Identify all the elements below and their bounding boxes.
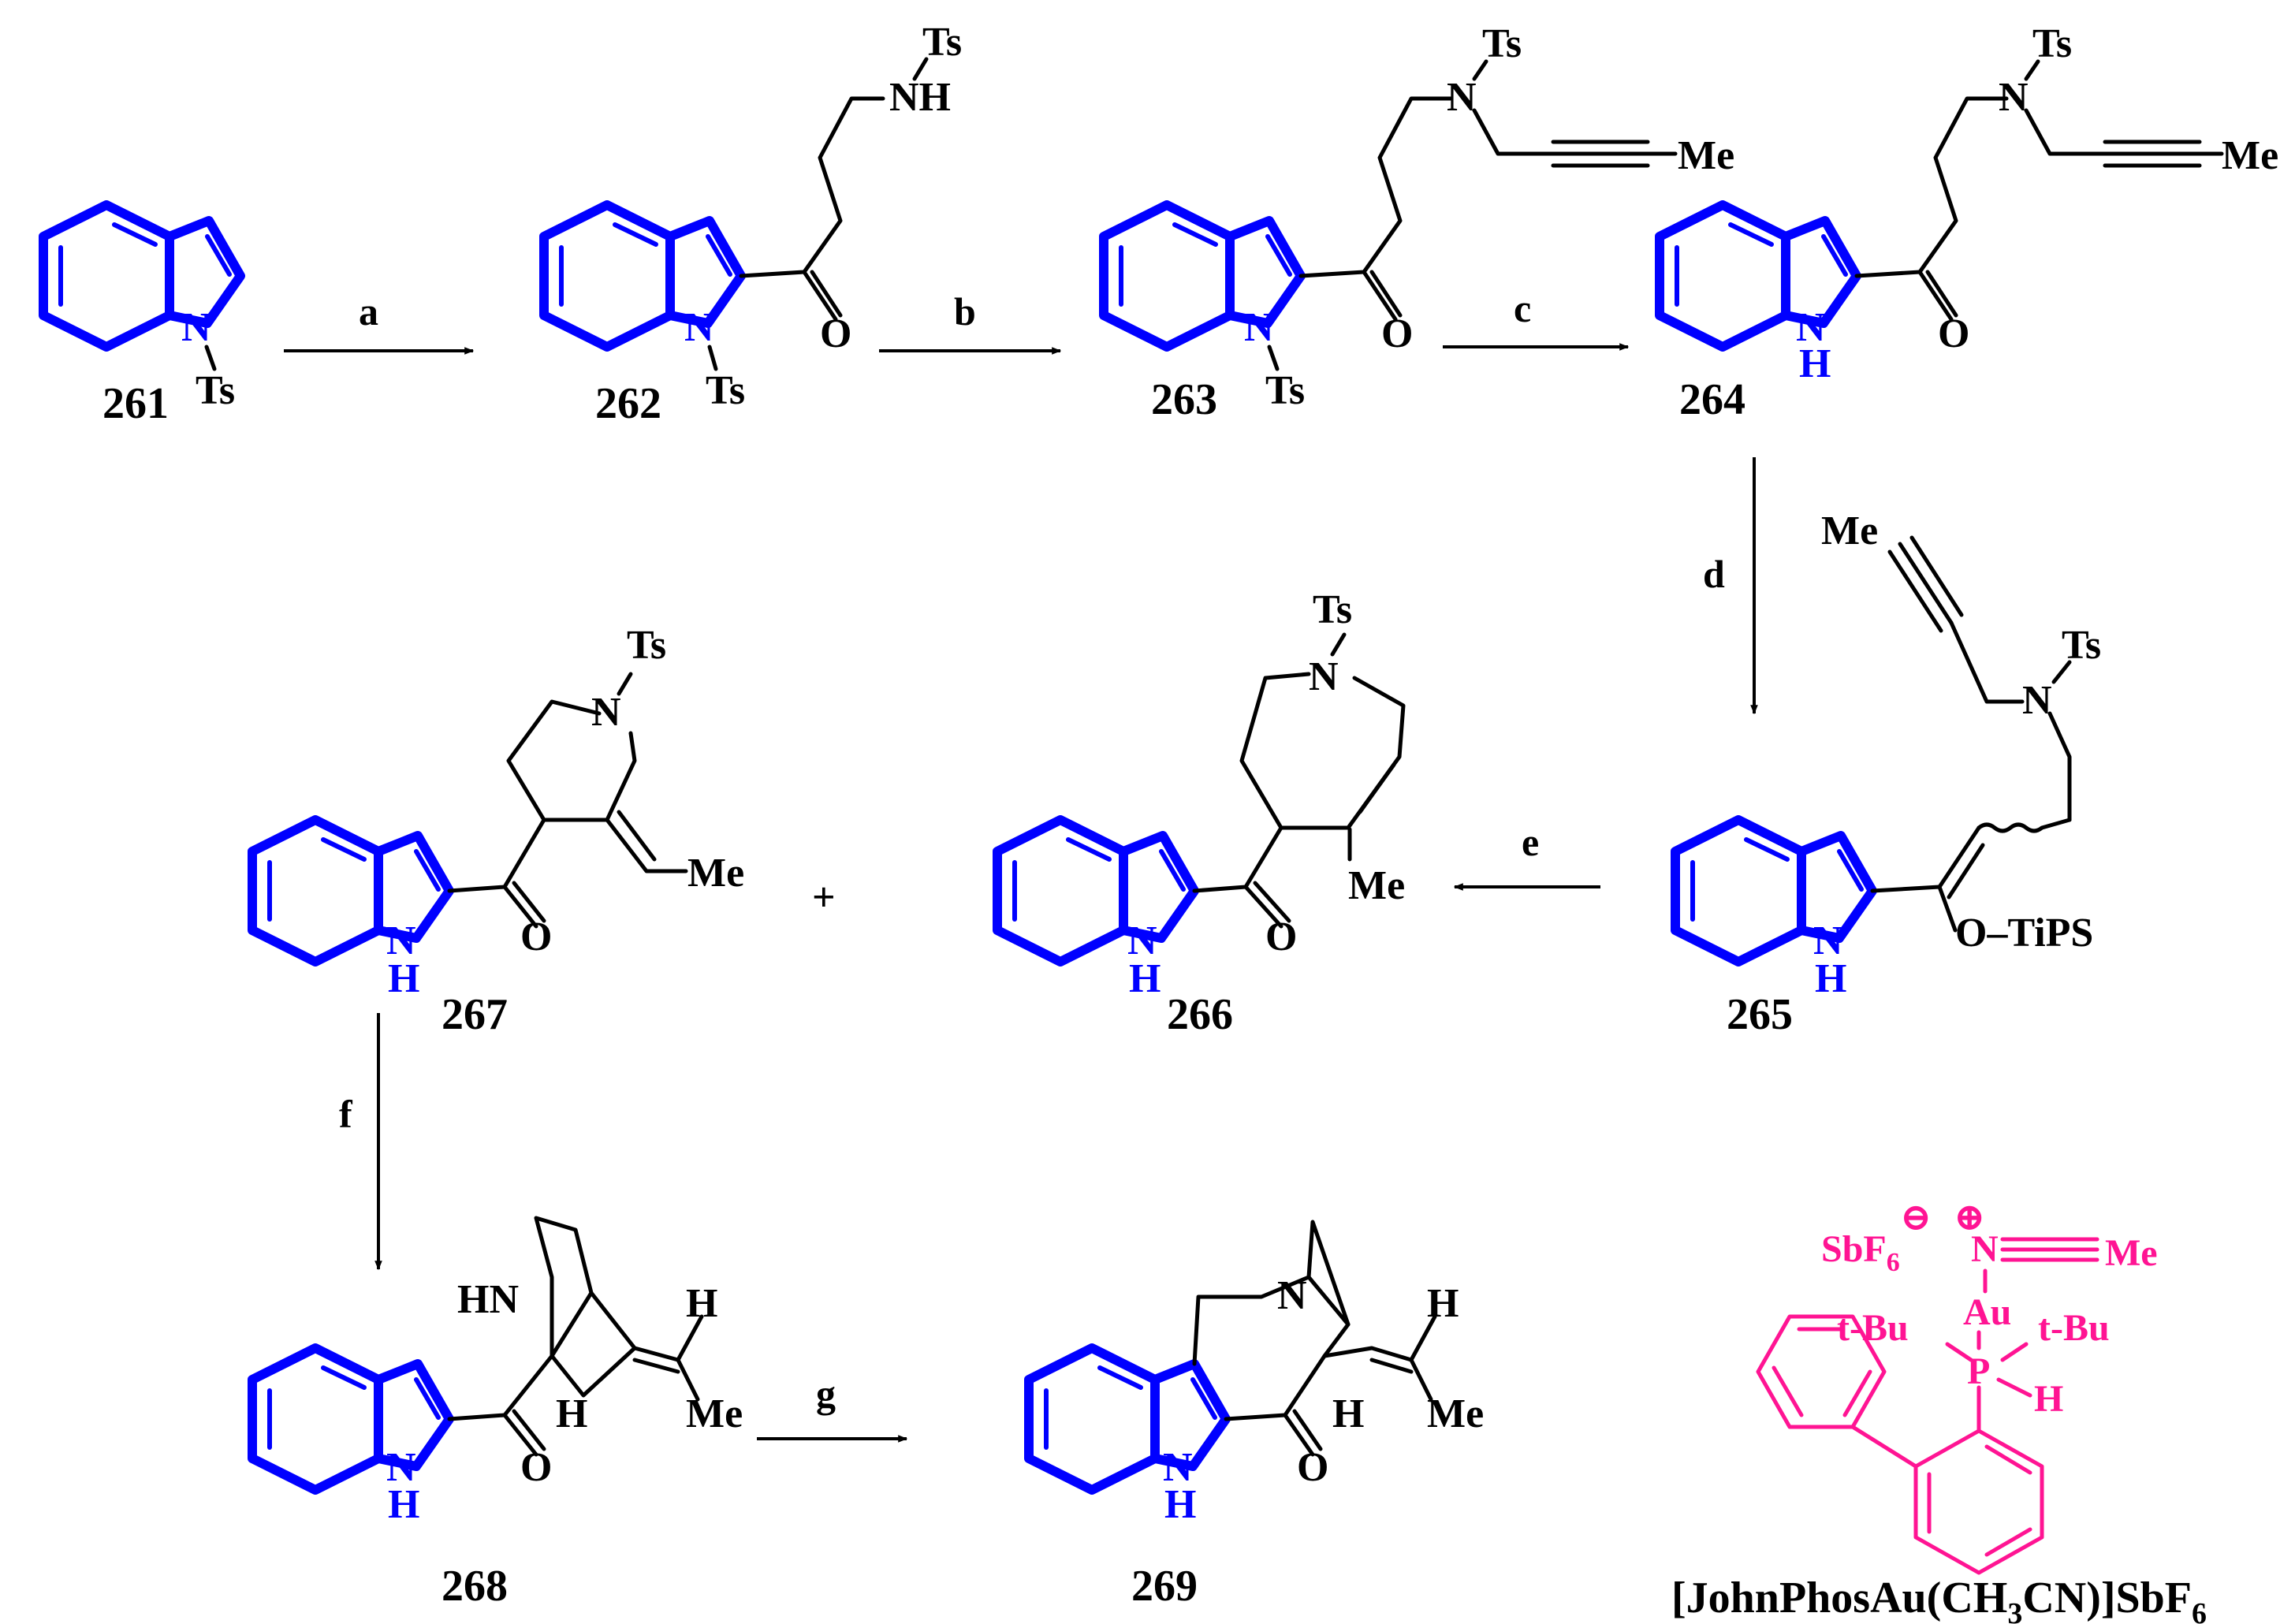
nh-group: NH [889, 75, 951, 120]
tbu-left: t-Bu [1837, 1307, 1909, 1349]
nh-hydrogen: H [1815, 956, 1846, 1001]
nh-hydrogen: H [1129, 956, 1161, 1001]
bridgehead-hydrogen: H [1332, 1391, 1364, 1436]
ts-group: Ts [2062, 623, 2101, 668]
n-atom: N [1127, 918, 1157, 963]
o-atom: O [1297, 1445, 1328, 1490]
phosphorus-atom: P [1967, 1350, 1990, 1392]
n-atom: N [684, 305, 714, 350]
anion-sbf6: SbF6 [1821, 1228, 1900, 1277]
o-atom: O [520, 914, 552, 959]
compound-262: N Ts O NH Ts 262 [539, 20, 962, 428]
nh-hydrogen: H [388, 1482, 419, 1527]
n-atom: N [1163, 1445, 1193, 1490]
compound-266: N H O N Ts Me 266 [993, 587, 1406, 1039]
step-g: g [757, 1372, 908, 1443]
step-c: c [1443, 286, 1630, 351]
n-atom: N [1999, 75, 2029, 120]
n-atom: N [1309, 654, 1339, 699]
bridgehead-hydrogen: H [556, 1391, 587, 1436]
me-group: Me [1348, 863, 1405, 908]
n-atom: N [181, 305, 211, 350]
ts-group: Ts [1313, 587, 1352, 632]
step-label-f: f [339, 1092, 353, 1136]
compound-label-268: 268 [441, 1562, 508, 1611]
n-atom: N [1796, 305, 1826, 350]
tbu-right: t-Bu [2038, 1307, 2110, 1349]
compound-label-266: 266 [1167, 990, 1233, 1039]
compound-263: N Ts O N Ts Me 263 [1099, 21, 1734, 424]
step-d: d [1703, 457, 1758, 715]
step-e: e [1453, 820, 1600, 891]
vinyl-hydrogen: H [686, 1281, 717, 1326]
n-atom: N [1447, 75, 1477, 120]
step-label-b: b [954, 289, 976, 333]
p-hydrogen: H [2034, 1378, 2063, 1420]
compound-label-267: 267 [441, 990, 508, 1039]
n-atom: N [1277, 1273, 1307, 1318]
ts-group: Ts [1265, 368, 1305, 413]
compound-261: N Ts 261 [39, 200, 245, 428]
ts-group: Ts [922, 20, 962, 65]
o-atom: O [820, 311, 851, 356]
plus-charge: ⊕ [1954, 1197, 1985, 1238]
minus-charge: ⊖ [1900, 1197, 1932, 1238]
hn-group: HN [457, 1277, 519, 1322]
n-atom: N [591, 690, 621, 735]
step-label-d: d [1703, 552, 1725, 596]
ts-group: Ts [2032, 21, 2072, 66]
me-group: Me [1678, 133, 1734, 178]
o-atom: O [520, 1445, 552, 1490]
n-atom: N [386, 1445, 416, 1490]
compound-265: N H N Ts Me O–TiPS 265 [1671, 508, 2101, 1039]
compound-268: N H O HN H H Me 268 [248, 1216, 743, 1611]
otips-group: O–TiPS [1955, 911, 2093, 955]
me-group: Me [1427, 1391, 1484, 1436]
compound-label-261: 261 [102, 379, 169, 428]
step-f: f [339, 1013, 382, 1271]
n-atom: N [1813, 918, 1843, 963]
ts-group: Ts [1482, 21, 1522, 66]
compound-label-269: 269 [1131, 1562, 1198, 1611]
me-group: Me [1821, 508, 1878, 553]
n-atom: N [2022, 678, 2052, 723]
o-atom: O [1381, 311, 1413, 356]
o-atom: O [1938, 311, 1969, 356]
compound-label-264: 264 [1679, 375, 1745, 424]
nitrile-me: Me [2105, 1232, 2158, 1274]
step-label-e: e [1522, 820, 1539, 864]
n-atom: N [1244, 305, 1274, 350]
me-group: Me [687, 851, 744, 896]
compound-264: N H O N Ts Me 264 [1655, 21, 2278, 424]
gold-atom: Au [1963, 1291, 2011, 1333]
step-label-a: a [359, 289, 378, 333]
me-group: Me [686, 1391, 743, 1436]
o-atom: O [1265, 914, 1297, 959]
compound-label-263: 263 [1151, 375, 1217, 424]
nh-hydrogen: H [1164, 1482, 1196, 1527]
compound-269: N H N O H H Me 269 [1024, 1220, 1484, 1611]
nh-hydrogen: H [388, 956, 419, 1001]
nitrile-n: N [1971, 1228, 1999, 1270]
vinyl-hydrogen: H [1427, 1281, 1459, 1326]
compound-label-262: 262 [595, 379, 661, 428]
me-group: Me [2222, 133, 2278, 178]
ts-group: Ts [706, 368, 745, 413]
step-b: b [879, 289, 1062, 355]
ts-group: Ts [627, 623, 666, 668]
catalyst-johnphosau: ⊖ SbF6 ⊕ N Me Au P t-Bu t-Bu H [JohnPhos… [1671, 1197, 2207, 1624]
compound-label-265: 265 [1727, 990, 1793, 1039]
plus-sign: + [812, 875, 836, 920]
compound-267: N H O N Ts Me 267 [248, 623, 744, 1039]
step-label-g: g [816, 1372, 836, 1416]
n-atom: N [386, 918, 416, 963]
catalyst-name: [JohnPhosAu(CH3CN)]SbF6 [1671, 1574, 2207, 1624]
nh-hydrogen: H [1799, 341, 1831, 386]
step-label-c: c [1514, 286, 1531, 330]
step-a: a [284, 289, 475, 355]
ts-group: Ts [196, 368, 235, 413]
